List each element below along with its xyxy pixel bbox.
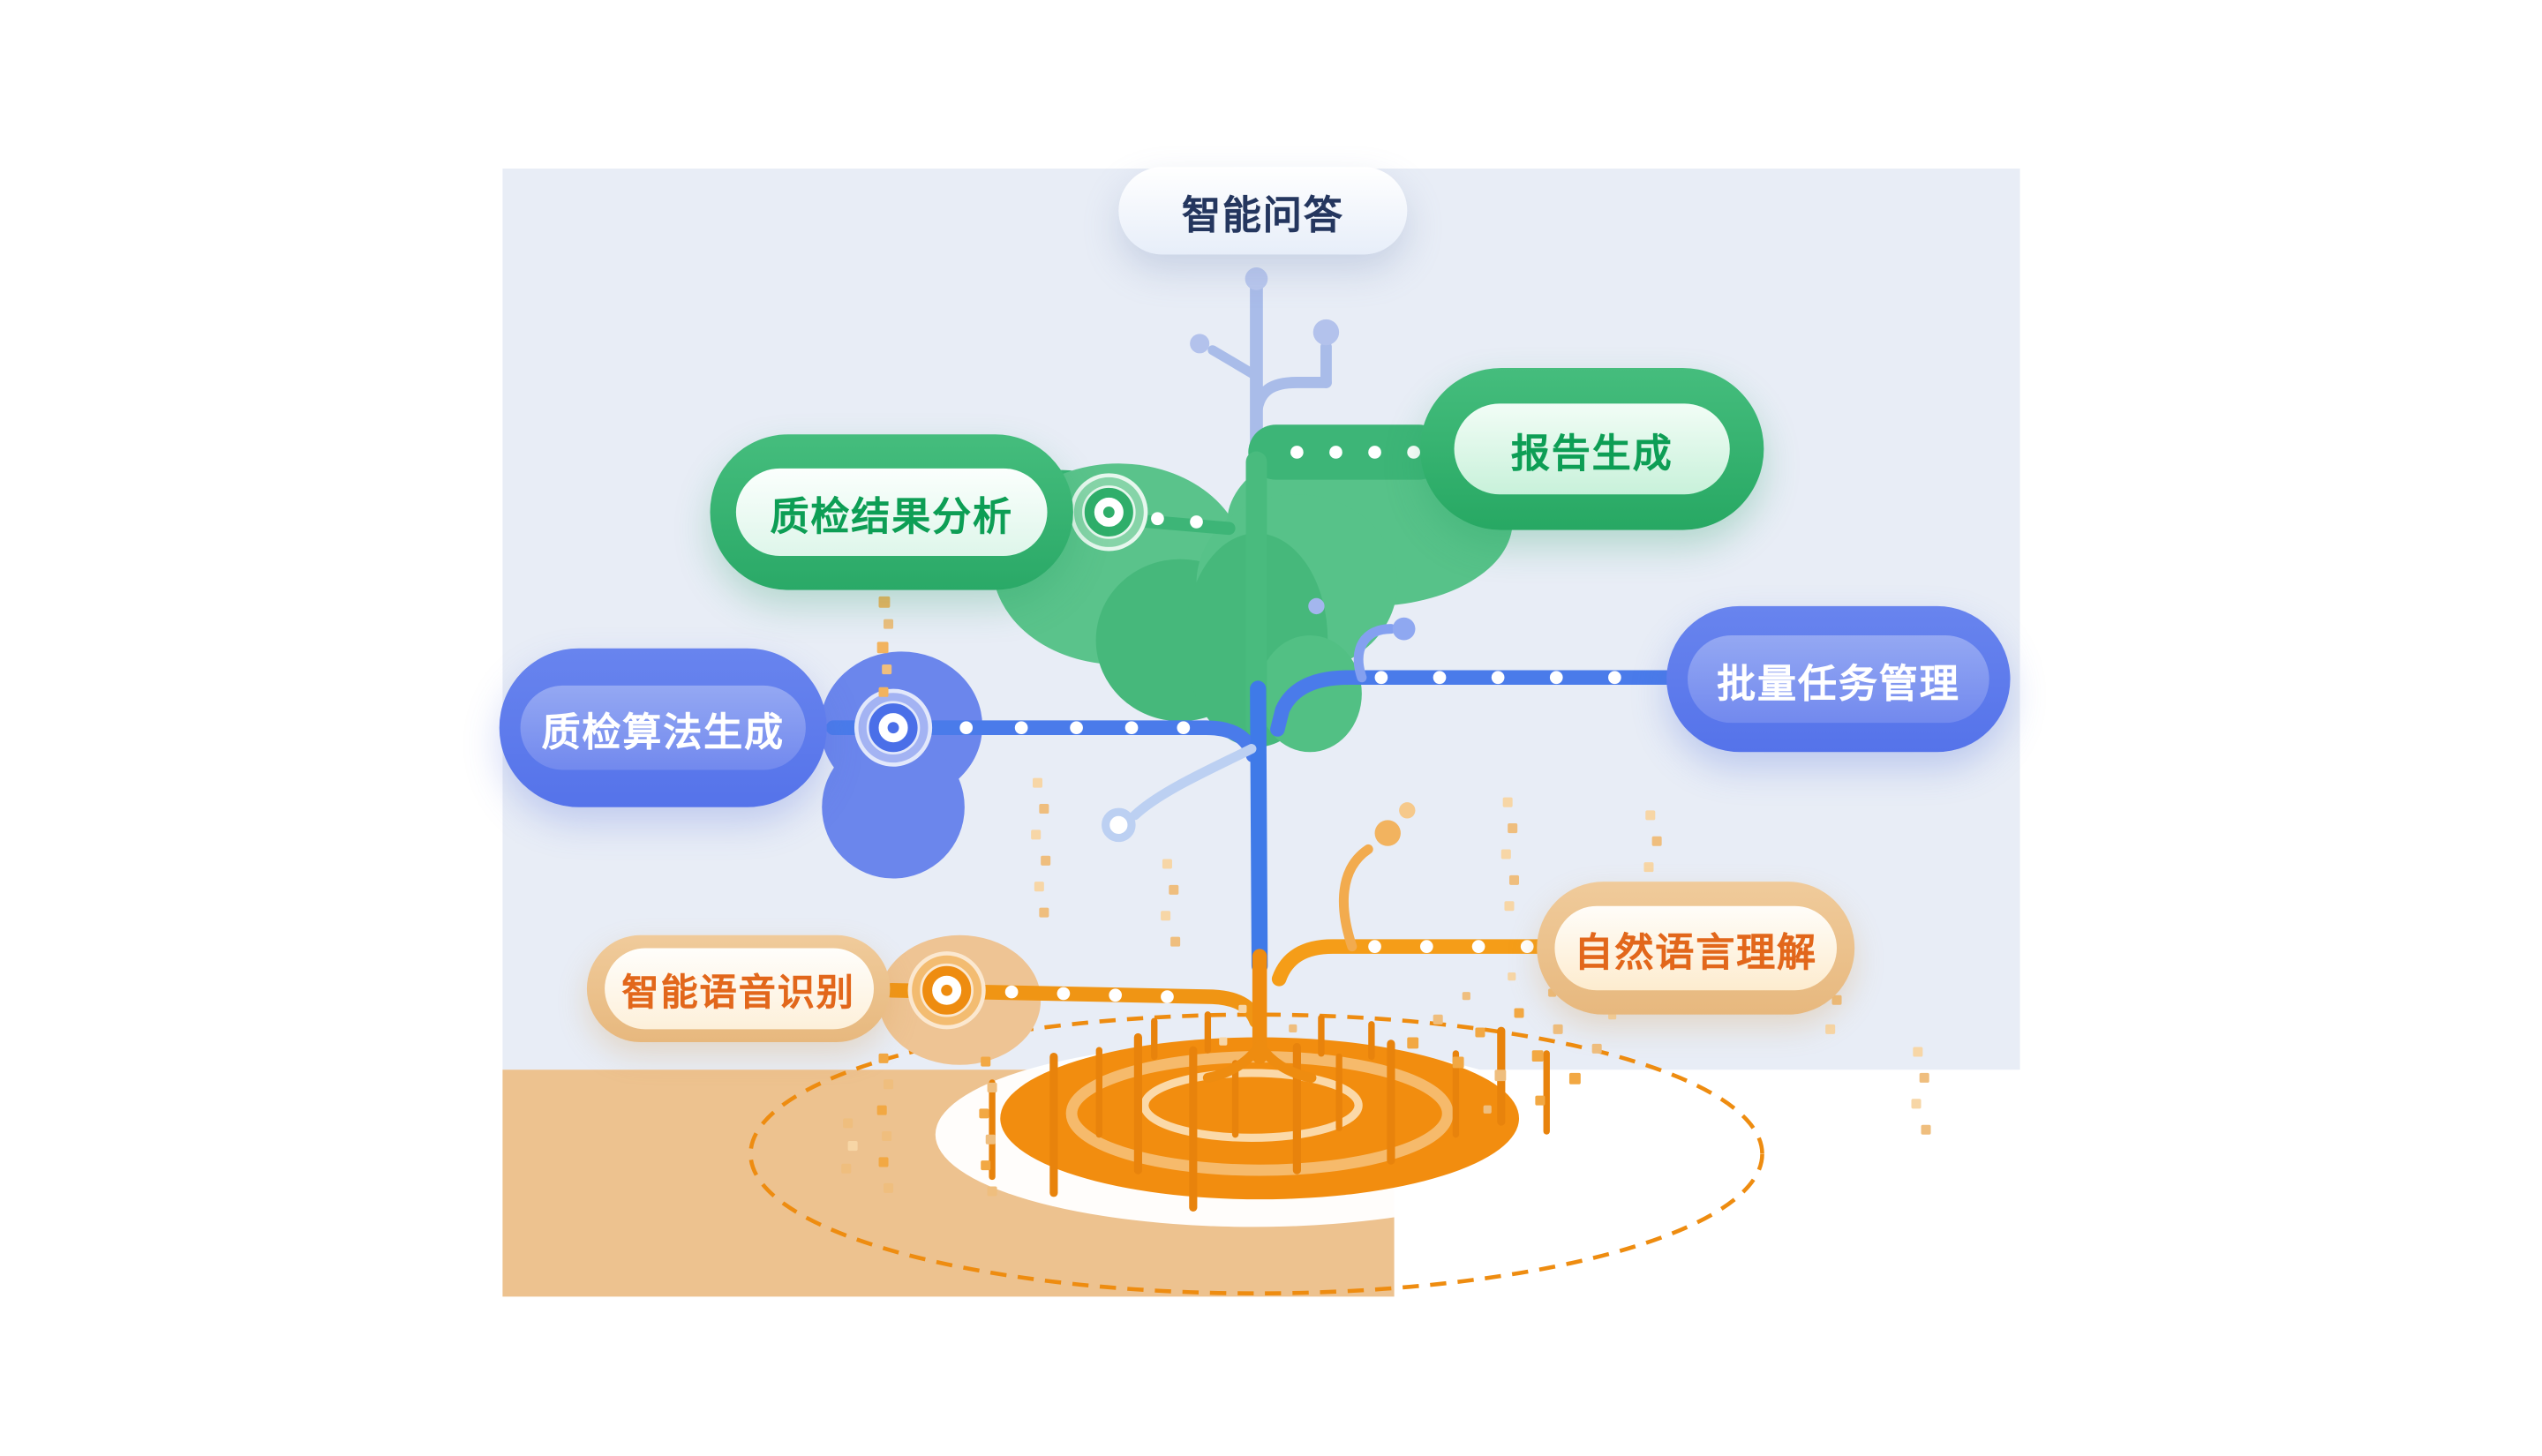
- node-qc-result-analysis: 质检结果分析: [710, 434, 1073, 590]
- node-natural-language-understanding-label: 自然语言理解: [1554, 905, 1838, 991]
- target-marker-green: [1070, 473, 1148, 552]
- blue-blob: [820, 651, 983, 879]
- branch-result-analysis: [1070, 473, 1236, 552]
- node-intelligent-speech-recognition: 智能语音识别: [586, 934, 891, 1043]
- target-marker-blue: [854, 688, 933, 767]
- trunk-orange: [1202, 949, 1317, 1083]
- dashed-orbit-ellipse: [748, 1012, 1764, 1296]
- node-batch-task-management-label: 批量任务管理: [1688, 634, 1989, 724]
- node-intelligent-qa-label: 智能问答: [1181, 193, 1344, 238]
- branch-batch-task: [1270, 597, 1684, 737]
- trunk-blue: [1250, 680, 1268, 974]
- node-batch-task-management: 批量任务管理: [1666, 605, 2011, 753]
- node-qc-algorithm-generation: 质检算法生成: [499, 648, 827, 807]
- report-branch-dots: [1290, 446, 1420, 459]
- confetti: [841, 596, 1931, 1197]
- target-marker-orange: [907, 951, 986, 1030]
- node-report-generation-label: 报告生成: [1454, 403, 1730, 495]
- node-intelligent-qa: 智能问答: [1118, 167, 1408, 255]
- node-qc-result-analysis-label: 质检结果分析: [735, 468, 1048, 556]
- branch-nlu: [1271, 802, 1551, 987]
- node-qc-algorithm-generation-label: 质检算法生成: [520, 685, 806, 770]
- node-report-generation: 报告生成: [1419, 367, 1764, 530]
- curl-light-blue: [1102, 744, 1257, 843]
- node-intelligent-speech-recognition-label: 智能语音识别: [604, 948, 874, 1030]
- node-natural-language-understanding: 自然语言理解: [1537, 882, 1855, 1015]
